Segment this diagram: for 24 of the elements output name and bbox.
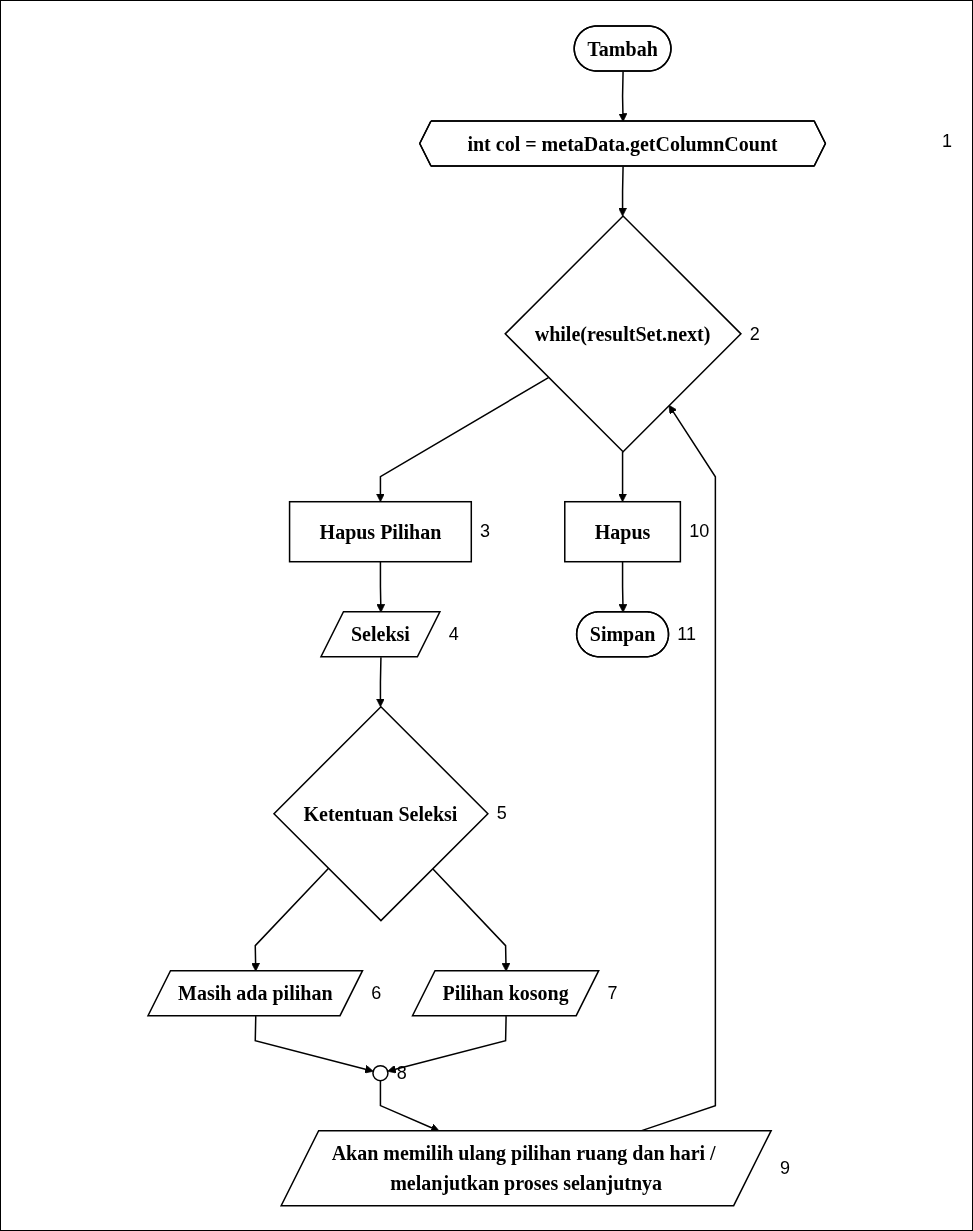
- arrow: [618, 70, 628, 122]
- node-diamond: while(resultSet.next): [503, 214, 742, 453]
- node-diamond: Ketentuan Seleksi: [272, 705, 489, 922]
- step-number: 11: [677, 623, 696, 645]
- arrow: [617, 165, 627, 217]
- node-circle: [371, 1064, 389, 1082]
- arrow: [618, 560, 628, 613]
- arrow: [617, 450, 627, 502]
- step-number: 9: [779, 1157, 790, 1179]
- step-number: 10: [689, 521, 710, 543]
- node-box: Hapus: [563, 500, 681, 563]
- step-number: 1: [942, 131, 952, 152]
- arrow: [375, 656, 385, 707]
- step-number: 6: [371, 982, 382, 1004]
- arrow: [387, 1015, 507, 1074]
- step-number: 7: [607, 982, 618, 1004]
- step-number: 3: [480, 521, 491, 543]
- step-number: 2: [749, 323, 760, 345]
- step-number: 4: [448, 623, 459, 645]
- arrow: [254, 1015, 374, 1074]
- step-number: 8: [396, 1062, 407, 1084]
- node-box: Hapus Pilihan: [288, 500, 472, 563]
- arrow: [375, 376, 549, 502]
- step-number: 5: [496, 803, 507, 825]
